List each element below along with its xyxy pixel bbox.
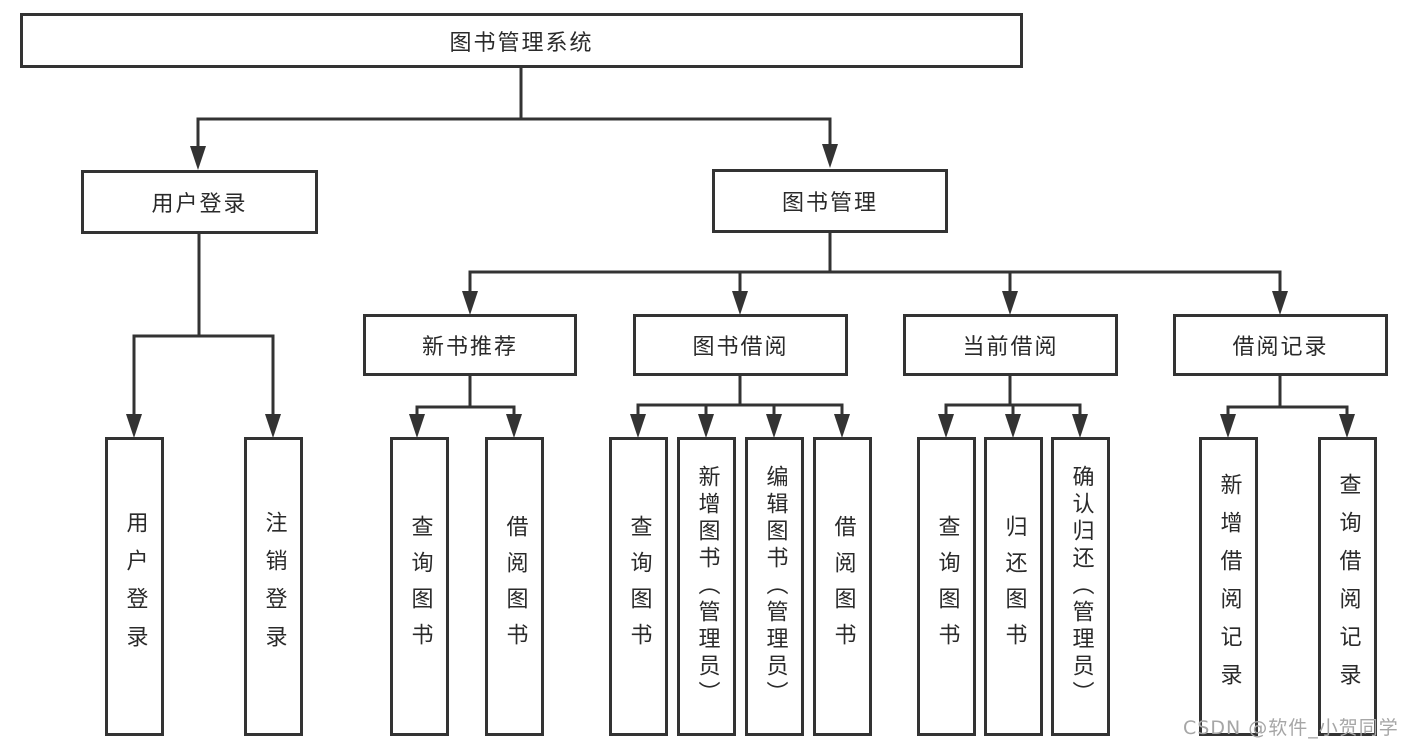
leaf-label: 借阅图书 [830,514,856,659]
leaf-label: 注销登录 [261,510,287,663]
node-leaf-borrow-books: 借阅图书 [813,437,872,736]
connector-login-to-leaves [132,234,275,416]
node-leaf-query-books-borrow: 查询图书 [609,437,668,736]
connector-rec-to-leaves [415,376,516,416]
node-leaf-edit-books-admin: 编辑图书（管理员） [745,437,804,736]
leaf-label: 新增图书（管理员） [694,465,720,708]
node-leaf-logout: 注销登录 [244,437,303,736]
leaf-label: 用户登录 [122,510,148,663]
connector-record-to-leaves [1226,376,1349,416]
node-user-login: 用户登录 [81,170,318,234]
node-leaf-confirm-return-admin: 确认归还（管理员） [1051,437,1110,736]
connector-current-to-leaves [944,376,1082,416]
node-leaf-user-login: 用户登录 [105,437,164,736]
node-new-book-recommendation: 新书推荐 [363,314,577,376]
leaf-label: 编辑图书（管理员） [762,465,788,708]
connector-borrow-to-leaves [636,376,844,416]
leaf-label: 查询借阅记录 [1335,472,1361,701]
connector-strokes [132,68,1349,416]
leaf-label: 查询图书 [626,514,652,659]
node-leaf-add-books-admin: 新增图书（管理员） [677,437,736,736]
node-leaf-borrow-books-rec: 借阅图书 [485,437,544,736]
leaf-label: 确认归还（管理员） [1068,465,1094,708]
leaf-label: 查询图书 [934,514,960,659]
leaf-label: 查询图书 [407,514,433,659]
node-current-borrowing: 当前借阅 [903,314,1118,376]
node-leaf-query-books-current: 查询图书 [917,437,976,736]
node-book-borrowing: 图书借阅 [633,314,848,376]
node-leaf-return-books: 归还图书 [984,437,1043,736]
csdn-watermark: CSDN @软件_小贺同学 [1183,717,1399,739]
connector-root-to-level1 [196,68,832,153]
connector-mgmt-to-level3 [468,233,1282,293]
node-leaf-query-books-rec: 查询图书 [390,437,449,736]
leaf-label: 借阅图书 [502,514,528,659]
node-leaf-add-borrow-record: 新增借阅记录 [1199,437,1258,736]
arrowheads [126,144,1355,438]
node-borrowing-records: 借阅记录 [1173,314,1388,376]
node-root-library-management-system: 图书管理系统 [20,13,1023,68]
node-leaf-query-borrow-record: 查询借阅记录 [1318,437,1377,736]
leaf-label: 归还图书 [1001,514,1027,659]
leaf-label: 新增借阅记录 [1216,472,1242,701]
node-book-management: 图书管理 [712,169,948,233]
